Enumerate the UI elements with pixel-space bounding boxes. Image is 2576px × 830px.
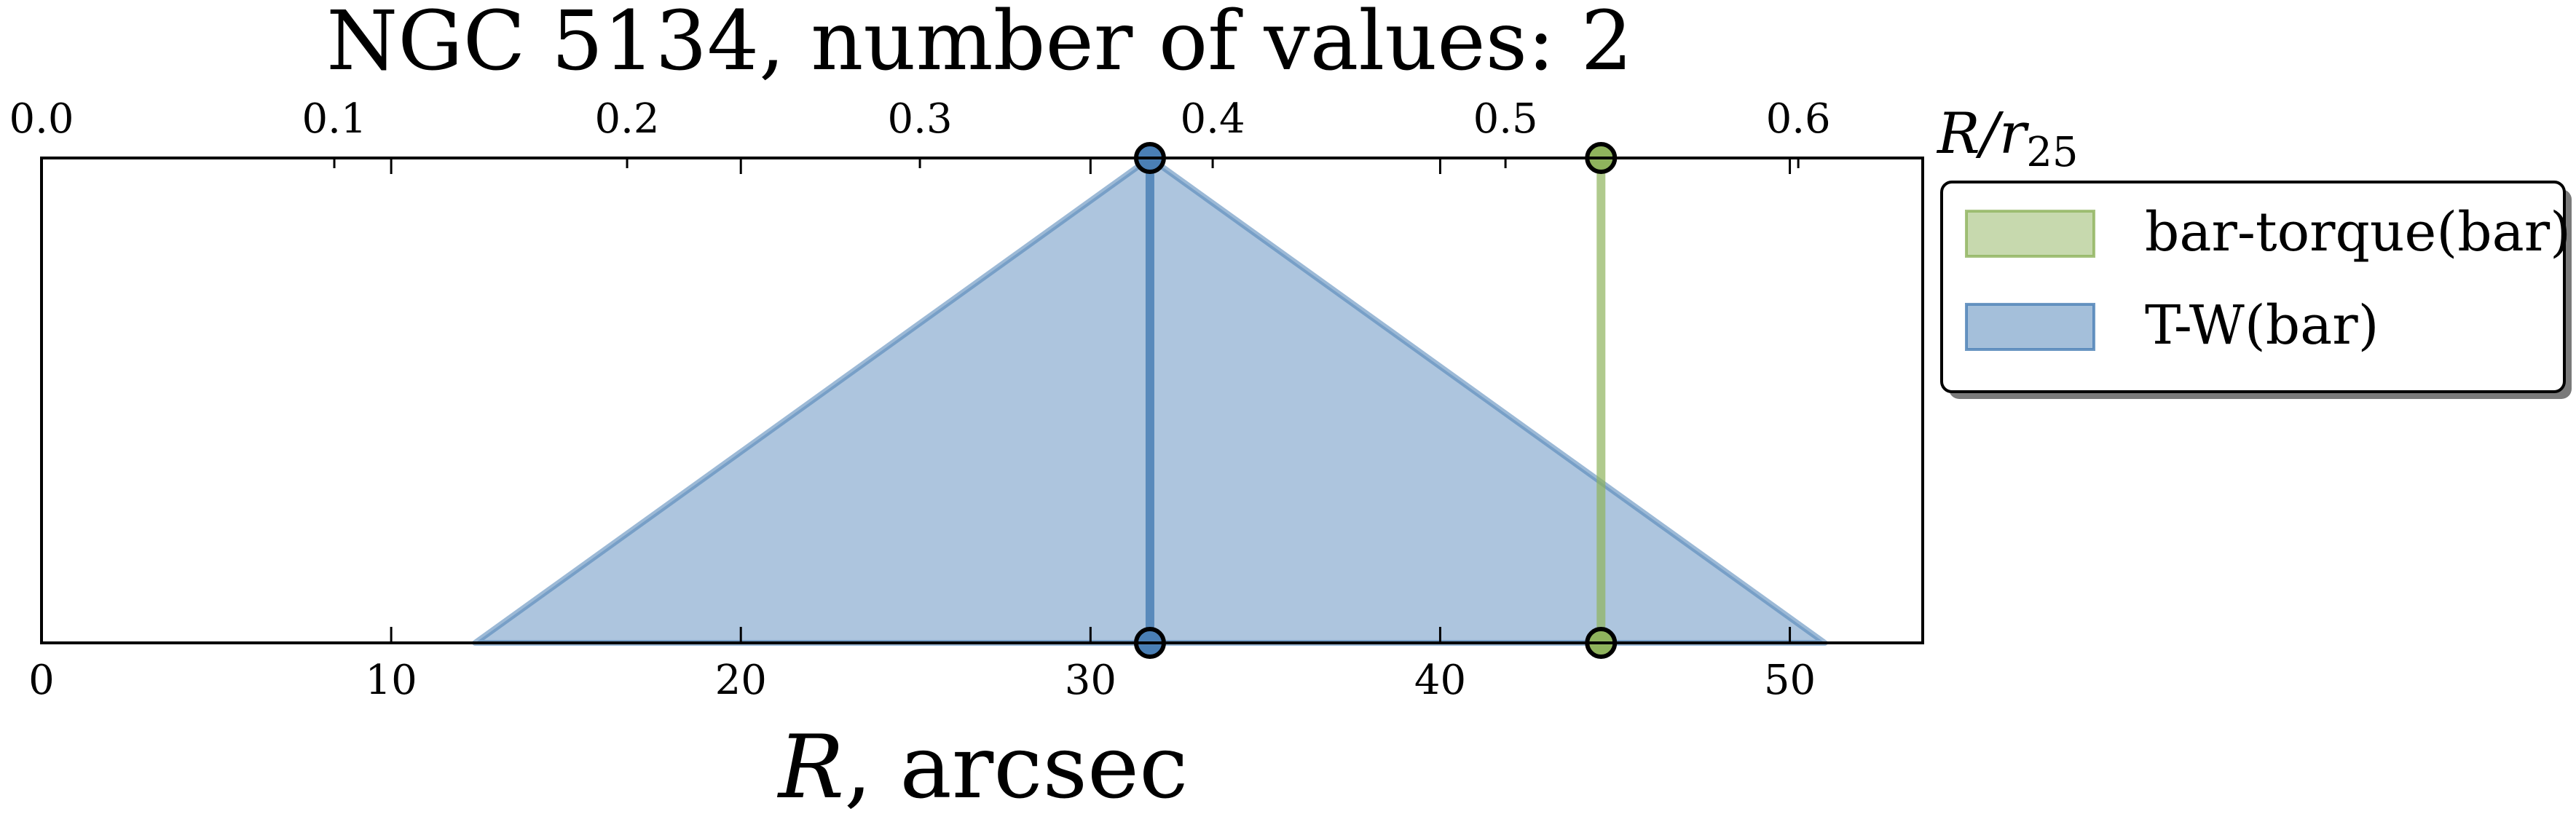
legend-swatch-bar-torque-bar (1965, 210, 2095, 258)
top-tick-label: 0.0 (9, 95, 74, 143)
series-layer (472, 142, 1828, 659)
x-tick-label: 10 (365, 657, 417, 704)
x-axis-title-variable: R (777, 717, 844, 818)
bottom-axis: 0 10 20 30 40 50 (28, 158, 1816, 704)
top-tick-label: 0.2 (595, 95, 660, 143)
top-axis-title-subscript: 25 (2026, 129, 2078, 176)
top-axis-title-base: R/r (1936, 101, 2030, 167)
top-tick-label: 0.3 (888, 95, 953, 143)
x-tick-label: 40 (1414, 657, 1466, 704)
top-tick-label: 0.4 (1181, 95, 1245, 143)
top-axis-title: R/r25 (1936, 101, 2079, 176)
x-tick-label: 0 (28, 657, 55, 704)
legend: bar-torque(bar) T-W(bar) (1940, 181, 2572, 399)
x-axis-title: R, arcsec (777, 717, 1189, 818)
top-tick-label: 0.5 (1473, 95, 1538, 143)
top-tick-label: 0.1 (302, 95, 366, 143)
legend-label-t-w-bar: T-W(bar) (2145, 294, 2379, 357)
legend-label-bar-torque-bar: bar-torque(bar) (2145, 201, 2571, 264)
x-tick-label: 30 (1065, 657, 1116, 704)
x-tick-label: 50 (1764, 657, 1816, 704)
legend-frame (1940, 181, 2566, 393)
chart-title: NGC 5134, number of values: 2 (326, 0, 1632, 89)
x-axis-title-unit: , arcsec (844, 717, 1188, 818)
top-tick-label: 0.6 (1766, 95, 1831, 143)
legend-swatch-t-w-bar (1965, 303, 2095, 351)
plot-frame (40, 157, 1924, 644)
x-tick-label: 20 (715, 657, 767, 704)
top-axis: 0.0 0.1 0.2 0.3 0.4 0.5 0.6 (9, 95, 1831, 168)
